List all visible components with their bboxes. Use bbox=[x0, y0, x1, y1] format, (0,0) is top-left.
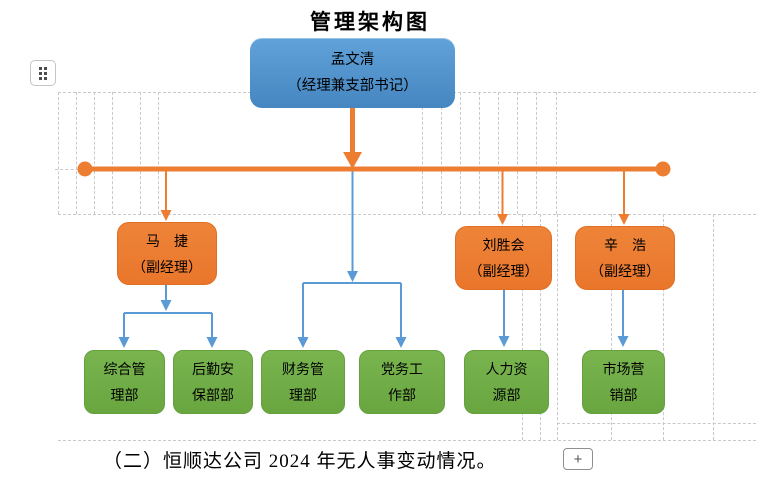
table-gridline bbox=[556, 92, 557, 214]
org-node-manager-2[interactable]: 刘胜会 （副经理） bbox=[455, 226, 552, 290]
dept-label-line2: 源部 bbox=[492, 387, 521, 403]
org-node-manager-1[interactable]: 马 捷 （副经理） bbox=[117, 222, 217, 285]
table-gridline bbox=[663, 214, 664, 440]
dept-label-line1: 市场营 bbox=[602, 361, 645, 377]
table-gridline bbox=[58, 440, 756, 441]
org-node-name: 马 捷 bbox=[146, 232, 188, 249]
dept-label-line2: 保部部 bbox=[192, 387, 234, 403]
org-node-dept-1[interactable]: 综合管 理部 bbox=[84, 350, 165, 414]
org-node-dept-3[interactable]: 财务管 理部 bbox=[261, 350, 345, 414]
table-gridline bbox=[540, 214, 541, 440]
dept-label-line2: 销部 bbox=[609, 387, 638, 403]
org-node-dept-4[interactable]: 党务工 作部 bbox=[359, 350, 445, 414]
table-gridline bbox=[536, 92, 537, 214]
paragraph-text[interactable]: （二）恒顺达公司 2024 年无人事变动情况。 bbox=[103, 451, 497, 472]
dept-label-line2: 理部 bbox=[289, 387, 317, 403]
table-gridline bbox=[58, 214, 756, 215]
dept-label-line1: 财务管 bbox=[282, 361, 324, 377]
dept-label-line1: 人力资 bbox=[485, 361, 528, 377]
org-node-dept-2[interactable]: 后勤安 保部部 bbox=[173, 350, 253, 414]
table-gridline bbox=[517, 92, 518, 214]
table-gridline bbox=[58, 92, 59, 214]
org-node-role: （副经理） bbox=[590, 263, 660, 279]
dept-label-line1: 后勤安 bbox=[192, 361, 234, 377]
table-insert-plus-button[interactable]: + bbox=[563, 448, 593, 470]
dept-label-line1: 党务工 bbox=[381, 361, 423, 377]
org-node-root[interactable]: 孟文清 （经理兼支部书记） bbox=[250, 38, 455, 108]
org-node-name: 辛 浩 bbox=[604, 237, 646, 253]
table-gridline bbox=[55, 169, 84, 170]
org-node-dept-6[interactable]: 市场营 销部 bbox=[582, 350, 665, 414]
dept-label-line2: 作部 bbox=[388, 387, 416, 403]
table-gridline bbox=[158, 92, 159, 214]
table-gridline bbox=[460, 92, 461, 214]
org-node-manager-3[interactable]: 辛 浩 （副经理） bbox=[575, 226, 675, 290]
table-gridline bbox=[713, 214, 714, 440]
table-gridline bbox=[522, 214, 523, 440]
table-gridline bbox=[112, 92, 113, 214]
org-node-role: （副经理） bbox=[468, 263, 539, 279]
dept-label-line2: 理部 bbox=[110, 387, 139, 403]
org-node-name: 刘胜会 bbox=[482, 237, 525, 253]
chart-title[interactable]: 管理架构图 bbox=[310, 10, 430, 34]
org-node-dept-5[interactable]: 人力资 源部 bbox=[464, 350, 549, 414]
table-gridline bbox=[611, 214, 612, 440]
table-gridline bbox=[479, 92, 480, 214]
org-node-role: （经理兼支部书记） bbox=[287, 78, 418, 94]
org-node-name: 孟文清 bbox=[330, 52, 375, 68]
table-gridline bbox=[140, 92, 141, 214]
table-gridline bbox=[557, 423, 756, 424]
drag-dots-icon bbox=[39, 66, 47, 80]
table-gridline bbox=[94, 92, 95, 214]
table-gridline bbox=[557, 214, 558, 440]
move-handle[interactable] bbox=[30, 60, 56, 86]
plus-icon: + bbox=[573, 450, 583, 468]
table-gridline bbox=[422, 92, 423, 214]
dept-label-line1: 综合管 bbox=[103, 361, 146, 377]
table-gridline bbox=[498, 92, 499, 214]
table-gridline bbox=[76, 92, 77, 214]
table-gridline bbox=[441, 92, 442, 214]
org-node-role: （副经理） bbox=[132, 258, 202, 275]
